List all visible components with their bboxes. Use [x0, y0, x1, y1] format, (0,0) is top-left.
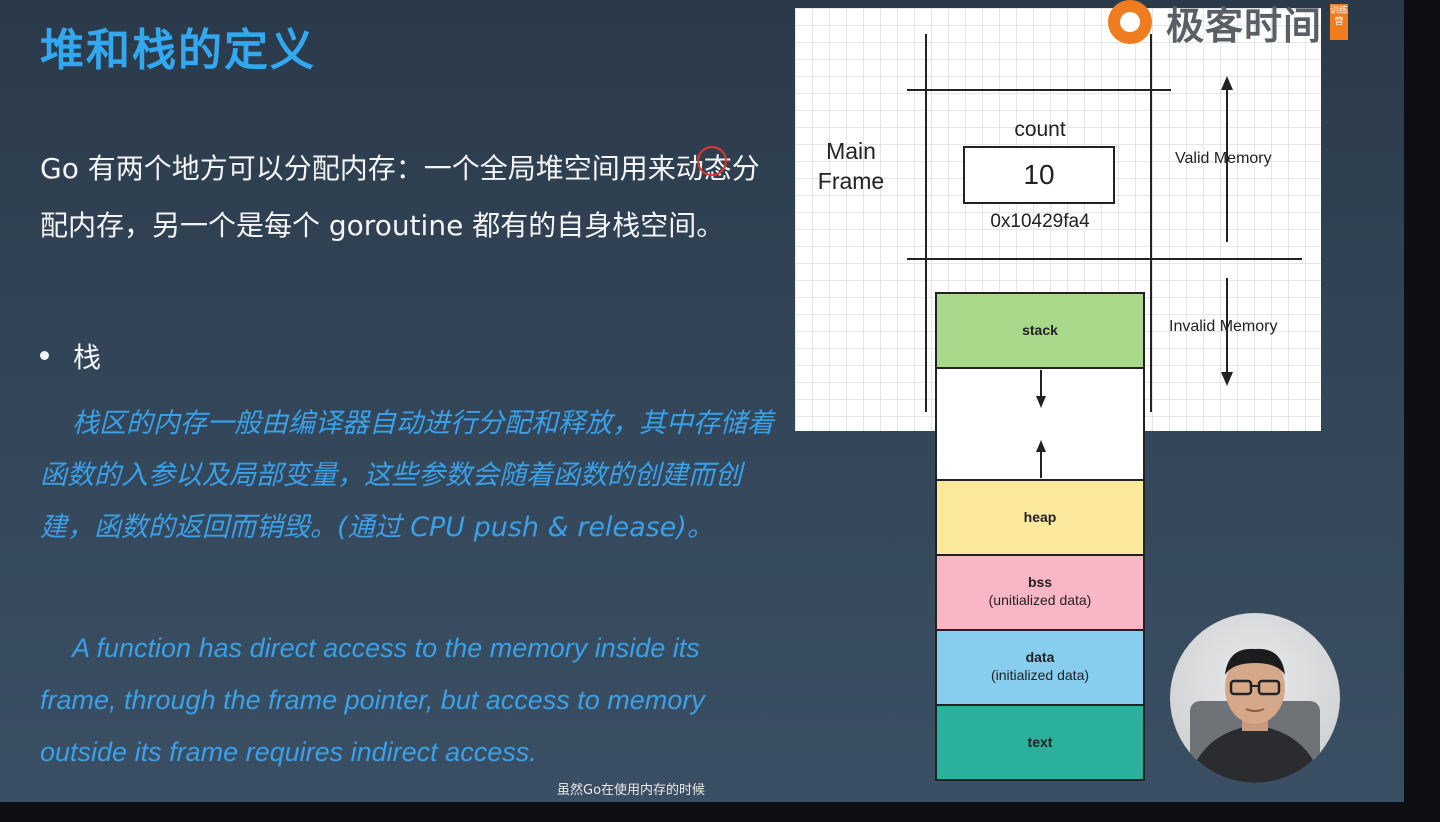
brand-logo-text: 极客时间	[1166, 3, 1323, 48]
frame-boundary-line	[907, 258, 1302, 260]
memory-stack-segment: stack	[935, 292, 1145, 369]
memory-text-segment: text	[935, 704, 1145, 781]
invalid-memory-label: Invalid Memory	[1169, 318, 1278, 335]
main-frame-line-2: Frame	[817, 168, 885, 194]
stack-description-zh: 栈区的内存一般由编译器自动进行分配和释放，其中存储着函数的入参以及局部变量，这些…	[40, 408, 774, 543]
bullet-dot	[40, 350, 49, 360]
main-frame-line-1: Main	[826, 138, 876, 164]
video-subtitle: 虽然Go在使用内存的时候	[557, 783, 706, 798]
slide-title: 堆和栈的定义	[40, 25, 316, 76]
frame-top-line	[907, 89, 1171, 91]
invalid-memory-arrow-icon	[1221, 278, 1233, 386]
count-label: count	[1014, 118, 1066, 141]
heap-grow-up-arrow-icon	[1036, 440, 1046, 478]
memory-bss-segment: bss (unitialized data)	[935, 554, 1145, 631]
intro-paragraph: Go 有两个地方可以分配内存：一个全局堆空间用来动态分配内存，另一个是每个 go…	[40, 152, 760, 242]
memory-data-segment: data (initialized data)	[935, 629, 1145, 706]
memory-heap-segment: heap	[935, 479, 1145, 556]
pointer-highlight	[697, 146, 727, 176]
data-label: data	[1025, 649, 1055, 665]
count-value-box: 10	[963, 146, 1115, 204]
frame-right-border	[1150, 34, 1152, 412]
player-bottom-edge	[0, 802, 1404, 822]
main-frame-label: Main Frame	[815, 136, 887, 196]
stack-grow-down-arrow-icon	[1036, 370, 1046, 408]
valid-memory-arrow-icon	[1221, 76, 1233, 242]
slide: 堆和栈的定义 Go 有两个地方可以分配内存：一个全局堆空间用来动态分配内存，另一…	[0, 0, 1404, 802]
bss-label: bss	[1027, 574, 1053, 590]
brand-logo-tag: 训练营	[1330, 4, 1348, 40]
bullet-item: 栈	[40, 336, 101, 376]
bullet-label: 栈	[73, 341, 102, 374]
stack-description-en: A function has direct access to the memo…	[40, 633, 705, 767]
stack-label: stack	[1022, 322, 1058, 338]
presenter-webcam	[1170, 613, 1340, 783]
frame-diagram: Main Frame count 10 0x10429fa4 Valid Mem…	[795, 8, 1321, 431]
memory-address: 0x10429fa4	[990, 211, 1090, 232]
player-right-edge	[1404, 0, 1440, 822]
frame-left-border	[925, 34, 927, 412]
brand-logo: 极客时间 训练营	[1108, 0, 1378, 48]
presenter-avatar-icon	[1188, 648, 1322, 783]
heap-label: heap	[1023, 509, 1057, 525]
valid-memory-label: Valid Memory	[1175, 150, 1272, 167]
data-sublabel: (initialized data)	[990, 667, 1090, 683]
brand-logo-icon	[1108, 0, 1152, 44]
text-label: text	[1027, 734, 1053, 750]
bss-sublabel: (unitialized data)	[988, 592, 1092, 608]
